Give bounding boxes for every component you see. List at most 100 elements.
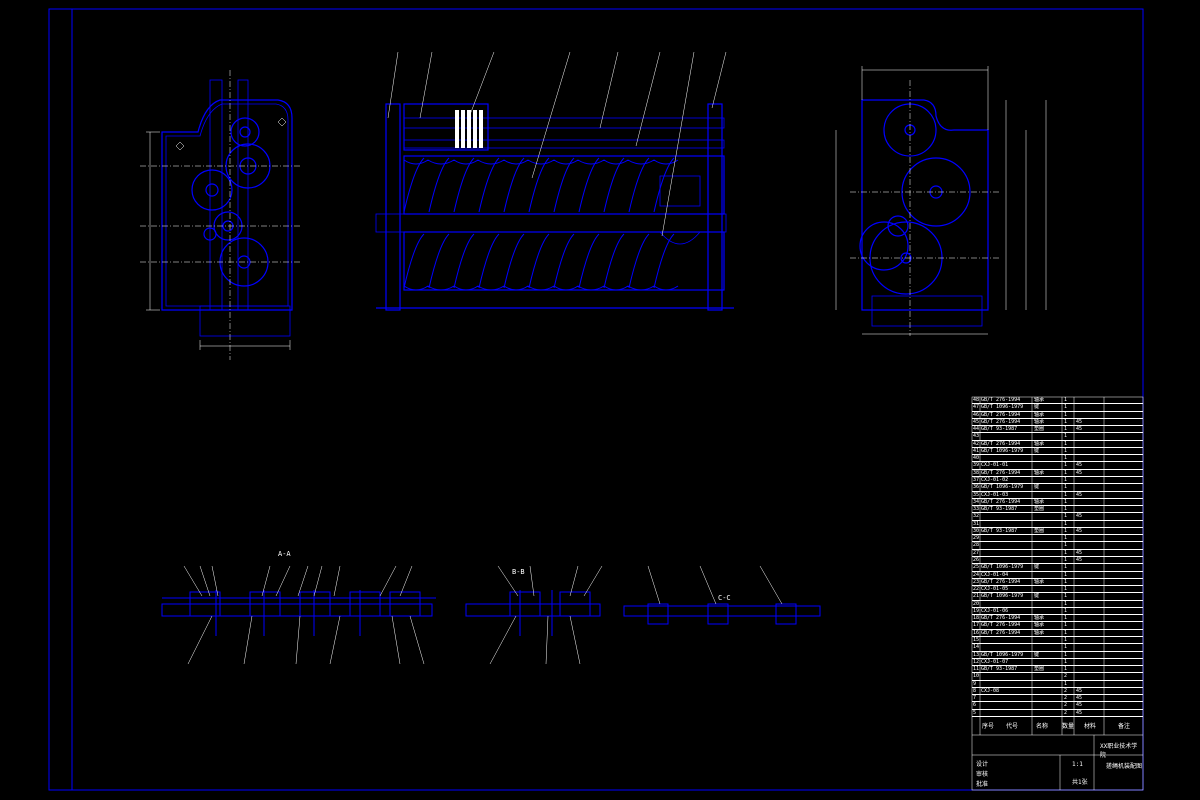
- section-label-b-b: B-B: [512, 568, 525, 576]
- row-label-design: 设计: [976, 761, 989, 768]
- bom-row-no: 29: [973, 535, 980, 542]
- bom-row-qty: 1: [1064, 426, 1068, 433]
- bom-row-name: 轴承: [1034, 498, 1045, 505]
- bom-row-no: 23: [973, 578, 980, 585]
- bom-row-qty: 1: [1064, 462, 1068, 469]
- bom-row-qty: 1: [1064, 557, 1068, 563]
- bom-row-qty: 1: [1064, 622, 1068, 629]
- bom-row-no: 44: [973, 426, 980, 433]
- right-side-view: [859, 99, 989, 327]
- bom-row-qty: 1: [1064, 578, 1068, 585]
- bom-row-code: CXJ-01-07: [981, 658, 1009, 665]
- upper-screw-flights: [403, 157, 679, 213]
- bom-row-qty: 1: [1064, 411, 1068, 418]
- bom-row-code: GB/T 93-1987: [981, 506, 1018, 513]
- bom-header-qty: 数量: [1062, 723, 1075, 730]
- bom-row-name: 轴承: [1034, 578, 1045, 585]
- bom-row-no: 33: [973, 506, 980, 513]
- bom-row-code: GB/T 1096-1979: [981, 484, 1024, 491]
- bom-row-no: 17: [973, 622, 980, 629]
- section-label-c-c: C-C: [718, 594, 731, 602]
- bom-row-no: 11: [973, 666, 980, 673]
- bom-row-no: 7: [973, 695, 977, 702]
- bom-row-code: GB/T 276-1994: [981, 440, 1021, 447]
- bom-row-qty: 1: [1064, 513, 1068, 520]
- bom-row-code: GB/T 276-1994: [981, 498, 1021, 505]
- left-view-dims: [140, 70, 300, 360]
- bom-row-code: GB/T 276-1994: [981, 411, 1021, 418]
- bom-row-no: 26: [973, 557, 980, 563]
- bom-row-qty: 1: [1064, 418, 1068, 425]
- bom-header-note: 备注: [1118, 723, 1131, 730]
- bom-row-name: 轴承: [1034, 411, 1045, 418]
- bom-row-material: 45: [1076, 527, 1083, 534]
- bom-row-code: GB/T 93-1987: [981, 527, 1018, 534]
- bom-row-code: GB/T 1096-1979: [981, 564, 1024, 571]
- bom-row-qty: 1: [1064, 651, 1068, 658]
- bom-row-code: GB/T 276-1994: [981, 397, 1021, 403]
- bom-row-material: 45: [1076, 709, 1083, 716]
- bom-row-no: 20: [973, 600, 980, 607]
- bom-row-no: 39: [973, 462, 980, 469]
- drawing-name: 搓绳机装配图: [1106, 763, 1143, 770]
- bom-row-qty: 1: [1064, 484, 1068, 491]
- bom-row-name: 垫圈: [1034, 527, 1045, 534]
- bom-row-no: 48: [973, 397, 980, 403]
- bom-row-material: 45: [1076, 513, 1083, 520]
- bom-row-no: 24: [973, 571, 980, 578]
- row-label-review: 审核: [976, 771, 989, 778]
- bom-row-qty: 1: [1064, 535, 1068, 542]
- bom-row-qty: 1: [1064, 455, 1068, 462]
- section-b-b: [465, 590, 601, 636]
- bom-row-qty: 2: [1064, 709, 1068, 716]
- bom-row-name: 垫圈: [1034, 506, 1045, 513]
- sheet-count: 共1张: [1072, 779, 1088, 786]
- bom-row-code: GB/T 276-1994: [981, 469, 1021, 476]
- bom-row-code: CXJ-01-06: [981, 607, 1009, 614]
- section-a-a: [161, 590, 436, 636]
- bom-row-code: GB/T 93-1987: [981, 426, 1018, 433]
- bom-row-name: 键: [1034, 564, 1040, 571]
- bom-row-no: 10: [973, 673, 980, 680]
- bom-row-name: 轴承: [1034, 397, 1045, 403]
- bom-row-no: 43: [973, 433, 980, 440]
- school-name: XX职业技术学院: [1100, 743, 1138, 759]
- bom-row-qty: 1: [1064, 520, 1068, 527]
- bom-row-qty: 1: [1064, 571, 1068, 578]
- bom-row-qty: 1: [1064, 527, 1068, 534]
- bom-row-no: 38: [973, 469, 980, 476]
- bom-row-qty: 1: [1064, 593, 1068, 600]
- bom-row-qty: 1: [1064, 615, 1068, 622]
- bom-row-no: 37: [973, 477, 980, 483]
- bom-row-code: CXJ-01-05: [981, 586, 1009, 593]
- bom-row-no: 45: [973, 418, 980, 425]
- bom-row-material: 45: [1076, 549, 1083, 556]
- section-c-c: [623, 603, 821, 625]
- bom-row-qty: 1: [1064, 564, 1068, 571]
- bom-row-no: 6: [973, 702, 977, 709]
- bom-row-name: 键: [1034, 447, 1040, 454]
- bom-row: 29 1: [972, 535, 1143, 543]
- bom-row-name: 键: [1034, 404, 1040, 411]
